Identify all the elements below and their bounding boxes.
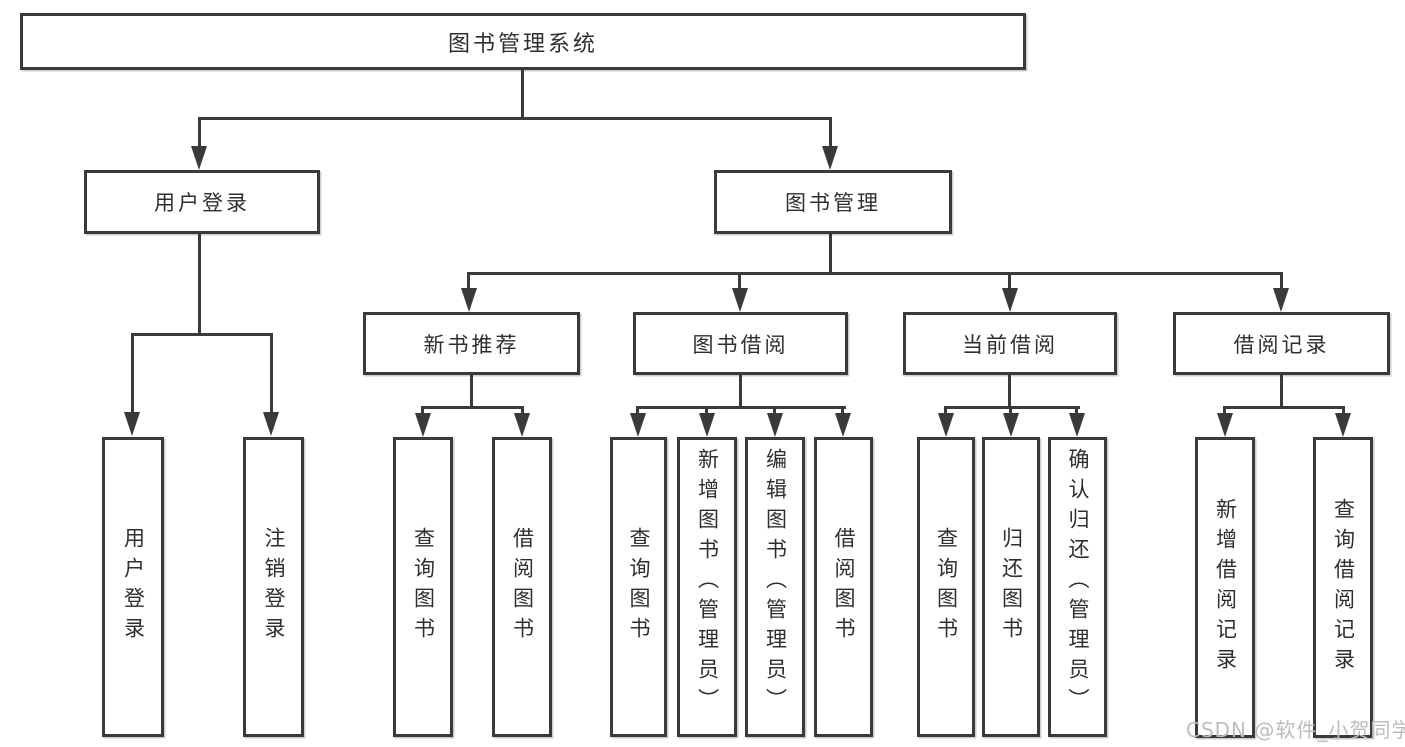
leaf-edit-book-admin: 编辑图书（管理员） [745, 437, 805, 737]
connector-leaf7-drop [773, 406, 776, 416]
arrow-to-leaf-query-book-3 [938, 413, 954, 437]
connector-borrow-records-bar [1223, 406, 1345, 409]
leaf-add-book-admin: 新增图书（管理员） [677, 437, 737, 737]
connector-new-book-bar [421, 406, 524, 409]
connector-leaf3-drop [421, 406, 424, 416]
leaf-borrow-book-1: 借阅图书 [492, 437, 552, 737]
connector-current-borrow-stem [1008, 374, 1011, 408]
connector-new-book-drop [467, 272, 470, 292]
arrow-to-leaf-edit-book [767, 413, 783, 437]
node-library-management-system: 图书管理系统 [20, 13, 1026, 70]
connector-borrow-records-stem [1280, 374, 1283, 408]
arrow-to-new-book-recommend [461, 288, 477, 312]
leaf-logout: 注销登录 [243, 437, 304, 737]
arrow-to-current-borrow [1002, 288, 1018, 312]
connector-leaf12-drop [1223, 406, 1226, 416]
arrow-to-leaf-user-login [124, 412, 140, 436]
connector-leaf1-drop [131, 333, 134, 413]
connector-leaf6-drop [705, 406, 708, 416]
arrow-to-leaf-borrow-book-1 [514, 413, 530, 437]
connector-user-login-stem [198, 233, 201, 336]
connector-user-login-bar [131, 333, 273, 336]
arrow-to-leaf-add-record [1217, 413, 1233, 437]
connector-user-login-drop [198, 117, 201, 149]
connector-leaf4-drop [521, 406, 524, 416]
node-new-book-recommend: 新书推荐 [363, 312, 580, 375]
watermark: CSDN @软件_小贺同学 [1186, 718, 1405, 742]
arrow-to-leaf-return-book [1003, 413, 1019, 437]
arrow-to-leaf-query-book-1 [415, 413, 431, 437]
arrow-to-user-login [191, 146, 207, 170]
node-borrow-records: 借阅记录 [1173, 312, 1390, 375]
arrow-to-leaf-add-book [699, 413, 715, 437]
leaf-confirm-return-admin: 确认归还（管理员） [1048, 437, 1107, 737]
connector-root-stem [521, 68, 524, 120]
connector-level2-bar [198, 117, 832, 120]
connector-leaf9-drop [944, 406, 947, 416]
connector-leaf10-drop [1009, 406, 1012, 416]
leaf-add-borrow-record: 新增借阅记录 [1195, 437, 1255, 738]
arrow-to-leaf-confirm-return [1069, 413, 1085, 437]
arrow-to-leaf-query-book-2 [630, 413, 646, 437]
connector-borrow-records-drop [1280, 272, 1283, 292]
connector-current-borrow-bar [944, 406, 1080, 409]
connector-level3-bar [467, 272, 1283, 275]
connector-current-borrow-drop [1008, 272, 1011, 292]
connector-book-borrow-drop [738, 272, 741, 292]
connector-leaf2-drop [270, 333, 273, 413]
arrow-to-leaf-borrow-book-2 [835, 413, 851, 437]
node-book-borrow: 图书借阅 [633, 312, 848, 375]
connector-leaf5-drop [636, 406, 639, 416]
connector-leaf11-drop [1075, 406, 1078, 416]
connector-book-management-stem [829, 233, 832, 275]
node-user-login: 用户登录 [84, 170, 320, 234]
connector-book-borrow-bar [636, 406, 846, 409]
leaf-query-book-2: 查询图书 [610, 437, 667, 737]
leaf-borrow-book-2: 借阅图书 [814, 437, 873, 737]
leaf-return-book: 归还图书 [982, 437, 1040, 737]
connector-leaf13-drop [1342, 406, 1345, 416]
leaf-query-book-1: 查询图书 [393, 437, 453, 737]
arrow-to-borrow-records [1273, 288, 1289, 312]
leaf-query-borrow-record: 查询借阅记录 [1313, 437, 1373, 738]
connector-leaf8-drop [841, 406, 844, 416]
arrow-to-book-borrow [732, 288, 748, 312]
connector-new-book-stem [470, 374, 473, 408]
arrow-to-leaf-logout [263, 412, 279, 436]
connector-book-borrow-stem [739, 374, 742, 408]
node-book-management: 图书管理 [714, 170, 952, 234]
leaf-query-book-3: 查询图书 [917, 437, 975, 737]
arrow-to-leaf-query-record [1335, 413, 1351, 437]
arrow-to-book-management [822, 146, 838, 170]
leaf-user-login: 用户登录 [102, 437, 164, 737]
connector-book-management-drop [829, 117, 832, 149]
node-current-borrow: 当前借阅 [903, 312, 1117, 375]
